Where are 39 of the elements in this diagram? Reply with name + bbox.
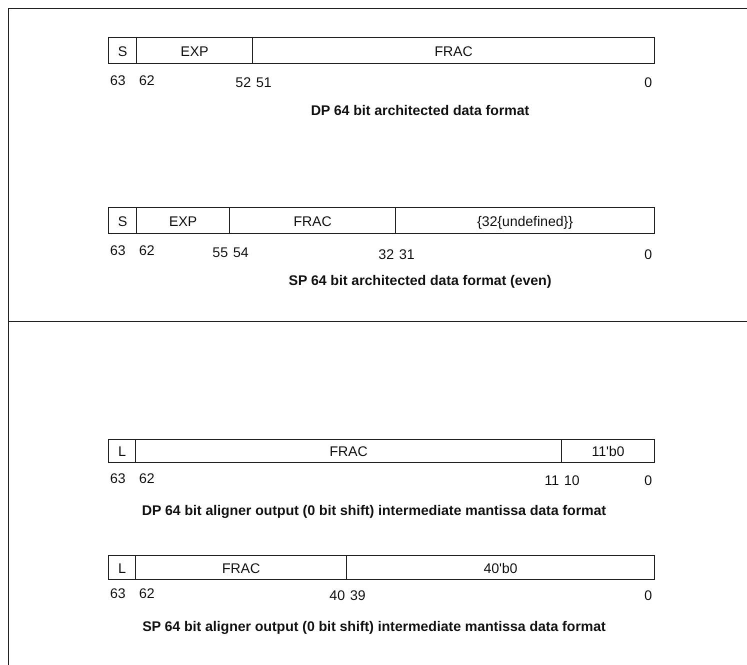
bit-index: 51 <box>256 74 272 90</box>
bit-index: 62 <box>139 72 155 88</box>
bit-index: 40 <box>329 587 345 603</box>
bit-index: 0 <box>644 246 652 262</box>
bit-index: 62 <box>139 242 155 258</box>
fraction-field: FRAC <box>135 439 562 463</box>
exponent-field: EXP <box>136 37 253 64</box>
bit-index: 63 <box>110 585 126 601</box>
bit-index: 0 <box>644 587 652 603</box>
bit-index: 63 <box>110 72 126 88</box>
format-caption: DP 64 bit aligner output (0 bit shift) intermediate mantissa data format <box>142 502 606 518</box>
fraction-field: FRAC <box>229 207 396 234</box>
sign-field: S <box>108 37 137 64</box>
format-caption: SP 64 bit architected data format (even) <box>288 272 552 288</box>
bit-index: 54 <box>233 244 249 260</box>
bit-index: 62 <box>139 470 155 486</box>
bit-index: 55 <box>212 244 228 260</box>
leading-bit-field: L <box>108 555 136 580</box>
leading-bit-field: L <box>108 439 136 463</box>
zero-padding-field: 11'b0 <box>561 439 655 463</box>
format-caption: SP 64 bit aligner output (0 bit shift) intermediate mantissa data format <box>142 618 606 634</box>
fraction-field: FRAC <box>252 37 655 64</box>
bit-index: 63 <box>110 242 126 258</box>
bit-index: 11 <box>544 472 559 488</box>
bit-index: 10 <box>564 472 580 488</box>
format-caption: DP 64 bit architected data format <box>310 102 530 118</box>
bit-index: 31 <box>399 246 415 262</box>
sign-field: S <box>108 207 137 234</box>
bit-index: 0 <box>644 472 652 488</box>
bit-index: 32 <box>378 246 394 262</box>
bit-index: 63 <box>110 470 126 486</box>
bit-index: 39 <box>350 587 366 603</box>
undefined-field: {32{undefined}} <box>395 207 655 234</box>
bit-index: 0 <box>644 74 652 90</box>
exponent-field: EXP <box>136 207 230 234</box>
zero-padding-field: 40'b0 <box>346 555 655 580</box>
bit-index: 62 <box>139 585 155 601</box>
bit-index: 52 <box>235 74 251 90</box>
fraction-field: FRAC <box>135 555 347 580</box>
